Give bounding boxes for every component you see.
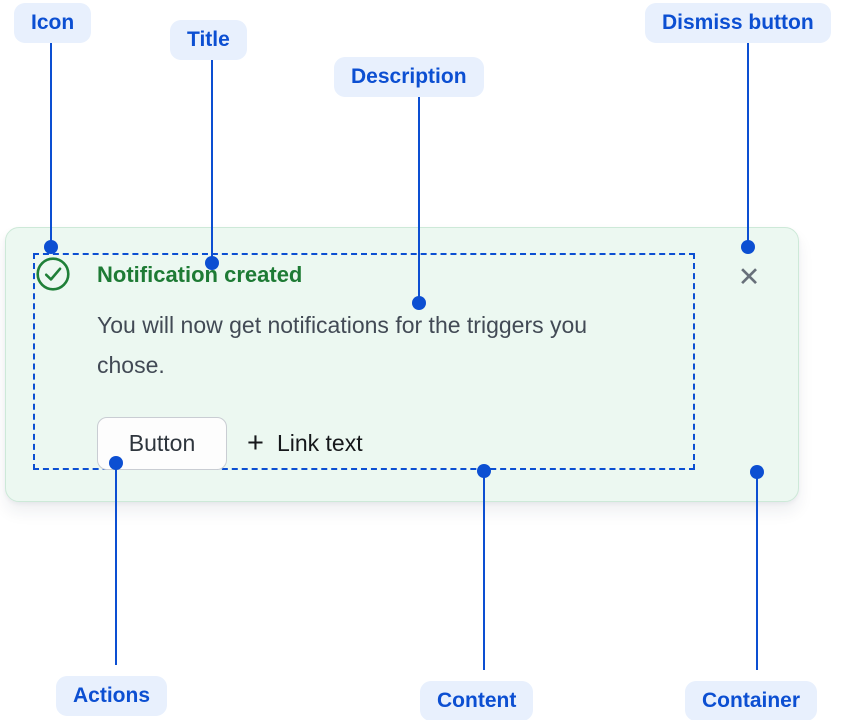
callout-icon-label: Icon xyxy=(14,3,92,43)
callout-icon-line xyxy=(50,42,52,248)
callout-description-label: Description xyxy=(334,57,484,97)
action-link[interactable]: + Link text xyxy=(247,429,363,458)
callout-title-label: Title xyxy=(170,20,247,60)
callout-description-line xyxy=(418,96,420,304)
callout-actions-label: Actions xyxy=(56,676,168,716)
notification-title: Notification created xyxy=(97,262,303,287)
check-circle-icon xyxy=(36,257,70,291)
dismiss-button[interactable]: ✕ xyxy=(733,261,765,293)
callout-container-line xyxy=(756,477,758,670)
callout-dismiss-dot xyxy=(741,240,755,254)
cross-icon: ✕ xyxy=(737,261,761,292)
callout-title-line xyxy=(211,59,213,264)
callout-icon-dot xyxy=(44,240,58,254)
callout-actions-dot xyxy=(109,456,123,470)
callout-dismiss-line xyxy=(747,42,749,248)
callout-content-label: Content xyxy=(420,681,534,720)
callout-dismiss-label: Dismiss button xyxy=(645,3,831,43)
callout-title-dot xyxy=(205,256,219,270)
callout-content-line xyxy=(483,476,485,670)
notification-description: You will now get notifications for the t… xyxy=(97,312,588,378)
content-region-outline xyxy=(33,253,695,470)
callout-content-dot xyxy=(477,464,491,478)
callout-container-dot xyxy=(750,465,764,479)
plus-icon: + xyxy=(247,427,264,459)
callout-actions-line xyxy=(115,468,117,665)
callout-container-label: Container xyxy=(685,681,818,720)
actions-row: Button + Link text xyxy=(97,417,363,470)
callout-description-dot xyxy=(412,296,426,310)
link-label: Link text xyxy=(276,430,363,456)
